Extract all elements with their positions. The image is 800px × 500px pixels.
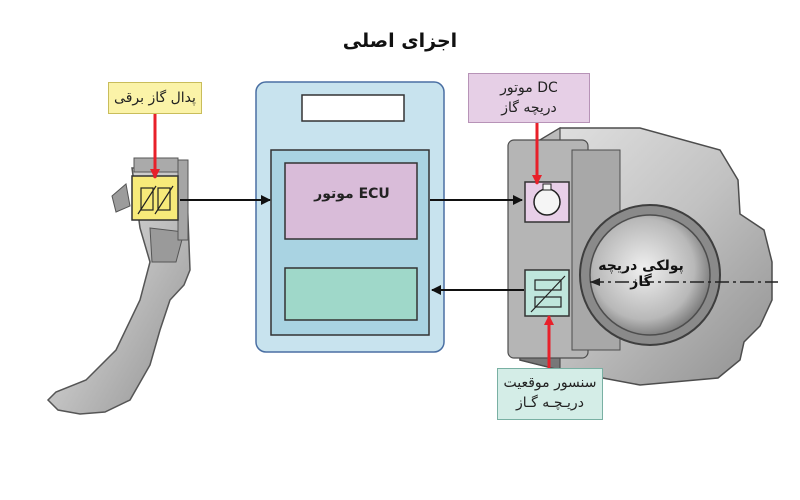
dc-motor-label: DC موتور دریچه گاز [468,73,590,123]
throttle-position-sensor [524,269,570,317]
throttle-plate-label: پولکی دریچه گاز [598,258,684,290]
sensor-label-line2: دریـچـه گـاز [516,395,584,411]
ecu-display [301,94,405,122]
ecu-motor-block [284,162,418,240]
diagram-title: اجزای اصلی [342,30,458,52]
dc-motor-label-line1: DC موتور [500,80,558,96]
pedal-label-text: پدال گاز برقی [114,90,196,106]
pedal-label: پدال گاز برقی [108,82,202,114]
sensor-label: سنسور موقعیت دریـچـه گـاز [497,368,603,420]
accelerator-pedal [46,157,191,415]
ecu-label: ECU موتور [314,186,390,202]
dc-motor-label-line2: دریچه گاز [501,100,557,116]
sensor-label-line1: سنسور موقعیت [503,375,597,391]
ecu-sensor-block [284,267,418,321]
throttle-body [507,126,778,386]
ecu-unit [255,81,445,353]
throttle-plate [589,214,711,336]
